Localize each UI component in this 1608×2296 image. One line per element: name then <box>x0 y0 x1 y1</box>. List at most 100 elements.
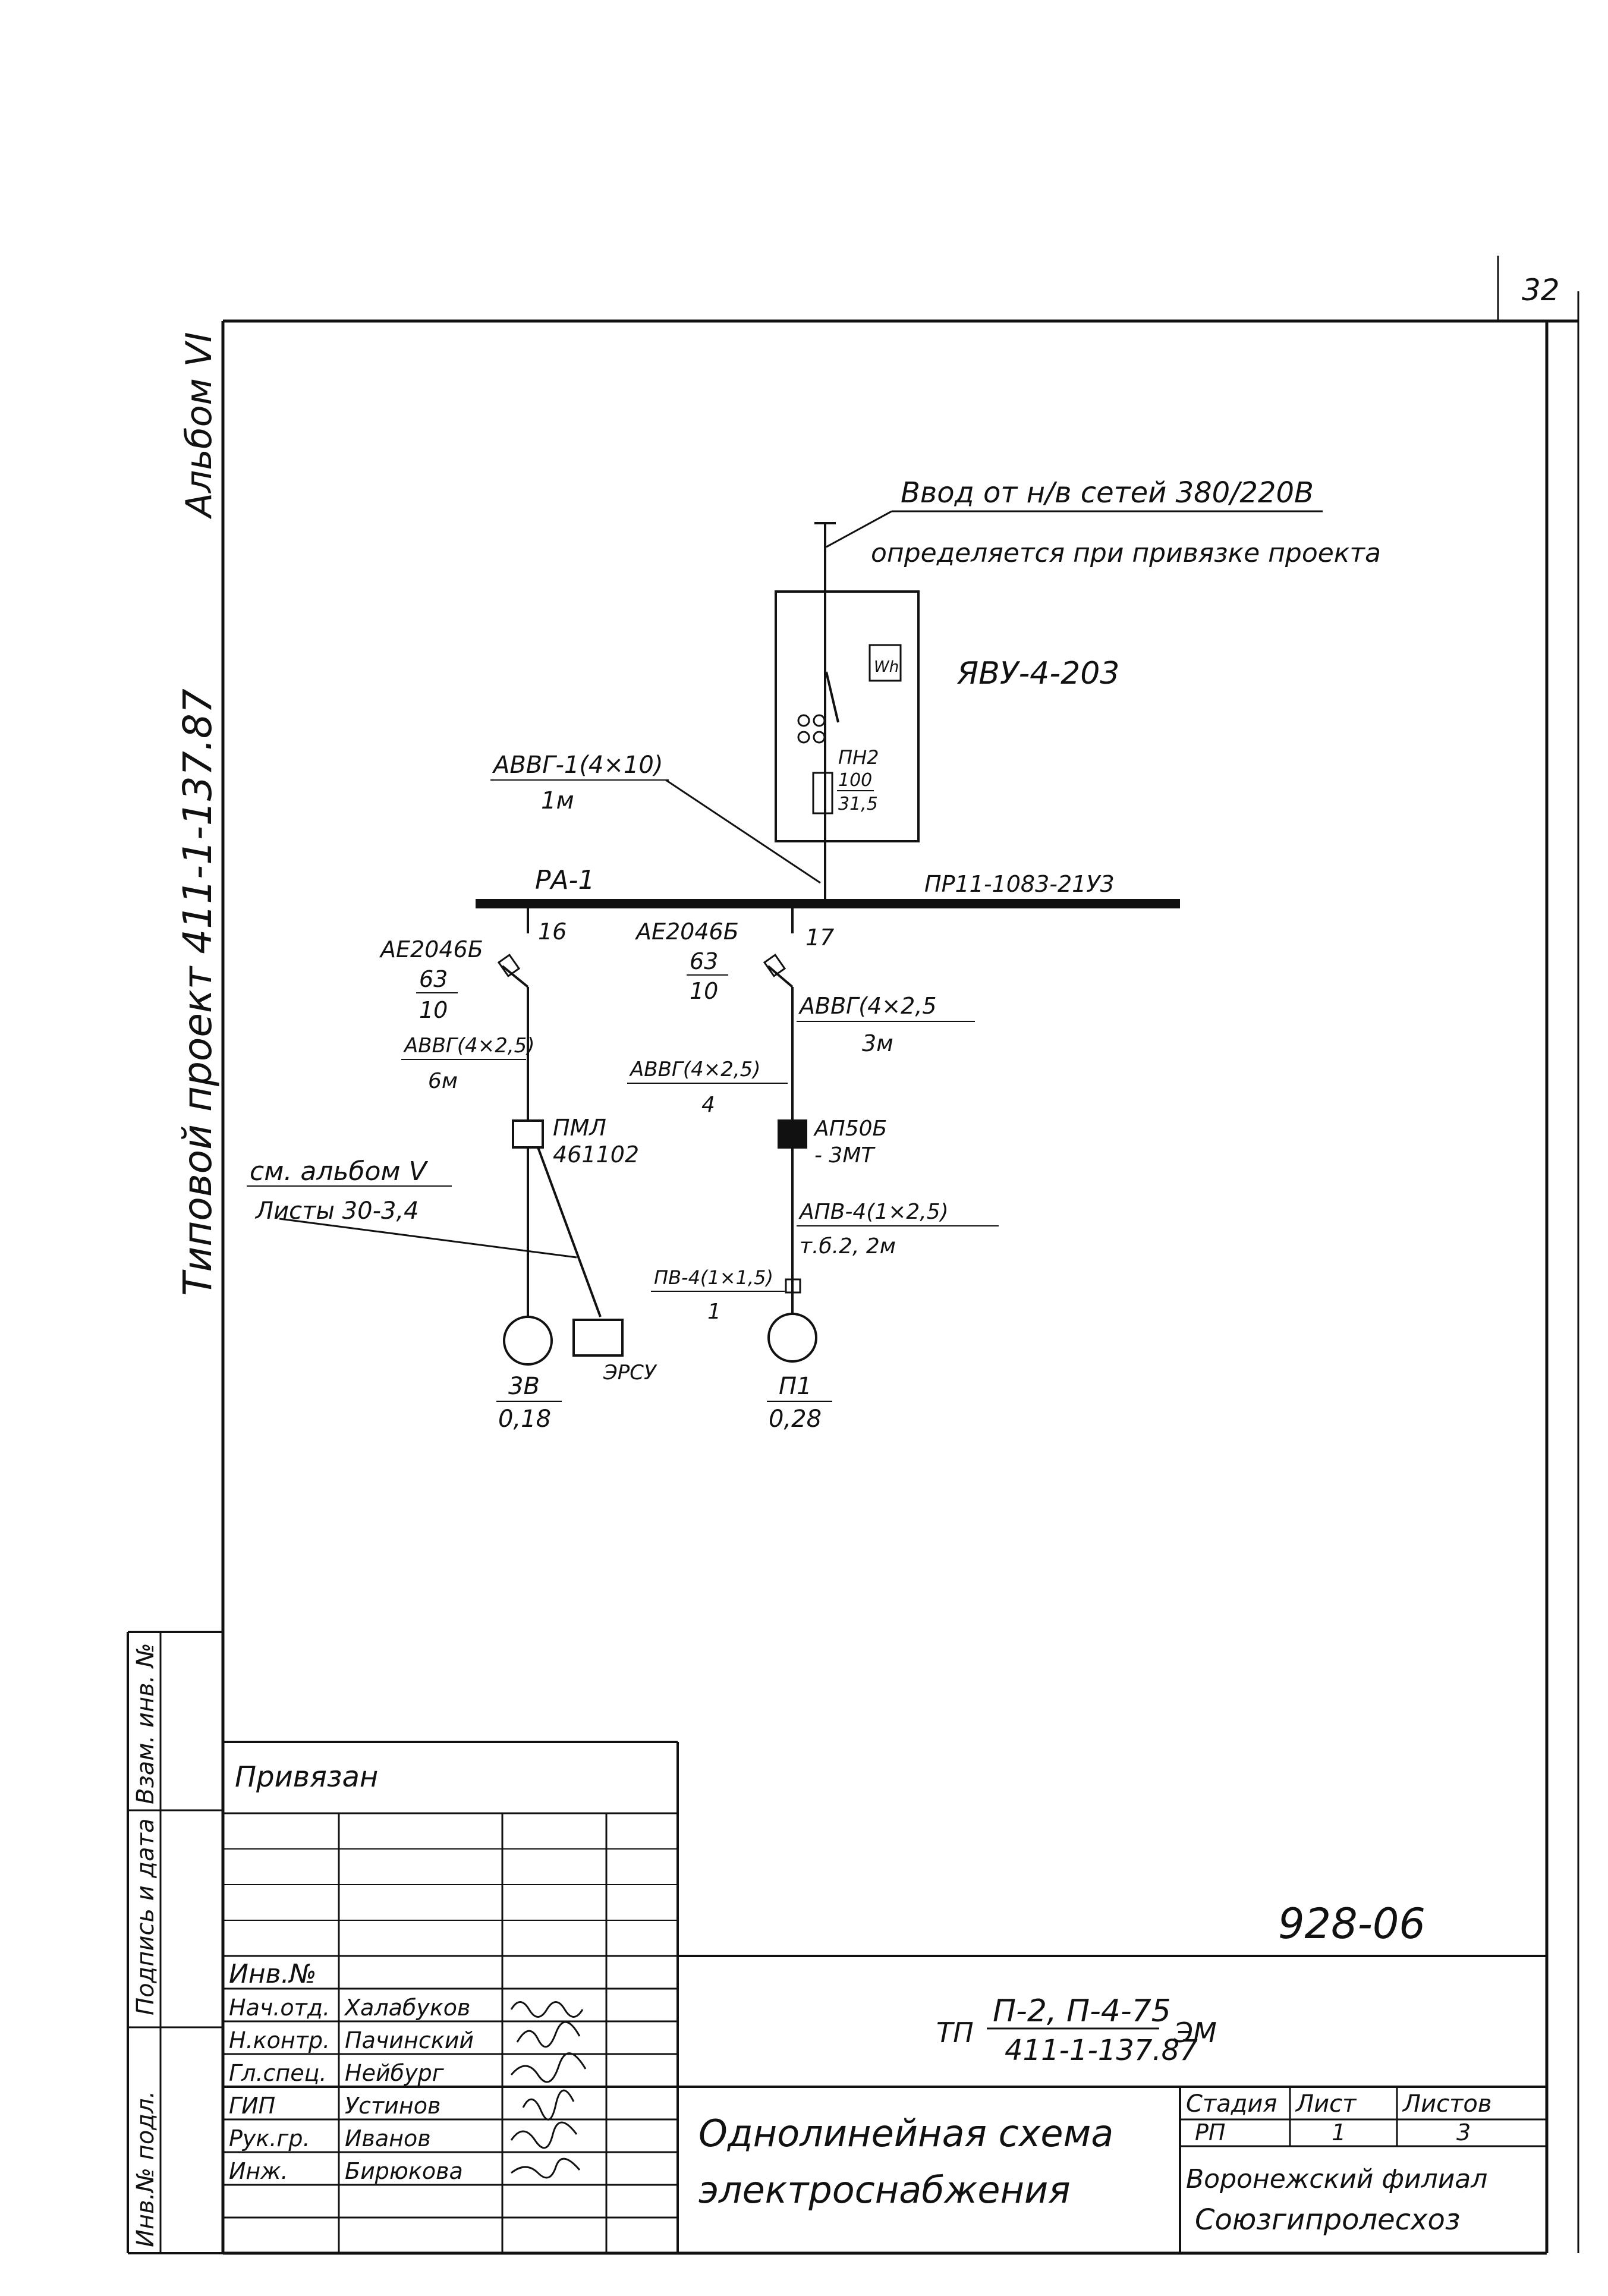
side-album: Альбом VI <box>178 332 220 520</box>
name-1: Халабуков <box>344 1995 470 2021</box>
branch2-starter-note: - 3МТ <box>814 1143 876 1168</box>
designation-prefix: ТП <box>936 2017 974 2049</box>
meter-label: Wh <box>874 658 899 676</box>
branch1-cable: АВВГ(4×2,5) <box>403 1034 535 1058</box>
sheets-value: 3 <box>1456 2119 1471 2146</box>
yavu-box <box>775 590 920 842</box>
title-block-grid <box>223 1741 1547 2253</box>
name-5: Иванов <box>345 2125 431 2152</box>
sheet-header: Лист <box>1295 2090 1357 2118</box>
switch-icon <box>825 671 839 723</box>
branch2-wire2: ПВ-4(1×1,5) <box>654 1266 773 1289</box>
sheet-value: 1 <box>1332 2119 1346 2146</box>
role-3: Гл.спец. <box>229 2060 327 2086</box>
motor-2-icon <box>767 1313 817 1363</box>
branch2-wire1: АПВ-4(1×2,5) <box>798 1200 949 1224</box>
input-line-2: определяется при привязке проекта <box>871 538 1381 568</box>
incoming-supply <box>814 510 1323 880</box>
branch2-cable2-length: 4 <box>701 1093 715 1117</box>
panel-type: ПР11-1083-21У3 <box>924 871 1115 897</box>
branch2-motor-id: П1 <box>779 1373 812 1400</box>
name-4: Устинов <box>345 2093 440 2119</box>
branch1-device-label: ЭРСУ <box>603 1361 657 1385</box>
linked-header: Привязан <box>235 1760 378 1794</box>
input-line-1: Ввод от н/в сетей 380/220В <box>901 476 1314 509</box>
side-title: Типовой проект 411-1-137.87 <box>175 688 221 1296</box>
strip-field-replace: Взам. инв. № <box>132 1643 159 1804</box>
org-line-2: Союзгипролесхоз <box>1195 2203 1460 2237</box>
branch1-number: 16 <box>538 919 567 945</box>
breaker-2-icon <box>767 965 794 988</box>
breaker-1-icon <box>501 965 529 988</box>
branch2-wire2-length: 1 <box>707 1300 721 1324</box>
ct-icon-2 <box>797 731 810 744</box>
designation-suffix: ЭМ <box>1173 2017 1217 2049</box>
drawing-title-2: электроснабжения <box>698 2168 1071 2212</box>
branch2-cable1: АВВГ(4×2,5 <box>798 993 937 1019</box>
drawing-title-1: Однолинейная схема <box>698 2112 1113 2155</box>
starter-2-icon <box>778 1119 807 1149</box>
org-line-1: Воронежский филиал <box>1186 2164 1487 2194</box>
designation-top: П-2, П-4-75 <box>993 1993 1171 2029</box>
panel-name: РА-1 <box>535 865 595 895</box>
branch2-breaker-setting: 10 <box>690 978 718 1004</box>
branch1-cable-length: 6м <box>428 1069 458 1093</box>
project-code: 928-06 <box>1278 1899 1426 1948</box>
sheets-header: Листов <box>1402 2090 1491 2118</box>
branch2-breaker: АЕ2046Б <box>634 919 739 945</box>
name-3: Нейбург <box>345 2060 445 2086</box>
strip-field-sign: Подпись и дата <box>132 1819 159 2015</box>
role-2: Н.контр. <box>229 2027 330 2053</box>
role-6: Инж. <box>229 2158 288 2184</box>
role-1: Нач.отд. <box>229 1995 330 2021</box>
ct-value-1: 100 <box>838 770 872 791</box>
device-ersu-icon <box>572 1319 624 1357</box>
branch2-number: 17 <box>805 924 834 951</box>
branch2-breaker-current: 63 <box>690 948 718 974</box>
branch-1 <box>279 904 624 1366</box>
designation-bottom: 411-1-137.87 <box>1005 2034 1198 2067</box>
left-strip <box>127 1631 223 2254</box>
branch1-starter-type: ПМЛ <box>553 1115 606 1141</box>
branch2-motor-power: 0,28 <box>769 1405 822 1433</box>
branch1-breaker: АЕ2046Б <box>379 936 483 963</box>
ct-label: ПН2 <box>838 746 879 769</box>
branch1-ref-line1: см. альбом V <box>250 1156 429 1187</box>
page-number: 32 <box>1522 273 1560 307</box>
branch-2 <box>763 904 817 1363</box>
branch1-ref-line2: Листы 30-3,4 <box>254 1197 419 1225</box>
branch1-motor-id: 3В <box>508 1373 540 1400</box>
ct-icon-1 <box>797 714 810 727</box>
role-4: ГИП <box>229 2093 275 2119</box>
feeder-cable: АВВГ-1(4×10) <box>492 751 663 779</box>
branch1-starter-model: 461102 <box>553 1141 639 1168</box>
branch2-cable1-length: 3м <box>862 1030 893 1056</box>
branch2-wire1-note: т.б.2, 2м <box>800 1234 896 1259</box>
branch1-breaker-current: 63 <box>419 966 448 992</box>
feeder-length: 1м <box>541 787 574 814</box>
starter-1-icon <box>512 1119 544 1149</box>
ct-icon-3 <box>813 714 826 727</box>
box-label: ЯВУ-4-203 <box>956 656 1119 691</box>
meter-icon <box>868 644 902 682</box>
branch2-cable2: АВВГ(4×2,5) <box>629 1058 761 1081</box>
ct-icon-4 <box>813 731 826 744</box>
name-2: Пачинский <box>345 2027 474 2053</box>
strip-field-inv: Инв.№ подл. <box>132 2091 159 2247</box>
name-6: Бирюкова <box>345 2158 463 2184</box>
ct-value-2: 31,5 <box>838 794 878 814</box>
stage-header: Стадия <box>1186 2090 1277 2118</box>
role-5: Рук.гр. <box>229 2125 310 2152</box>
branch1-motor-power: 0,18 <box>498 1405 551 1433</box>
inv-header: Инв.№ <box>229 1959 316 1989</box>
stage-value: РП <box>1195 2119 1226 2146</box>
signatures <box>510 2001 587 2179</box>
sheet-frame <box>221 256 1579 2255</box>
junction-icon <box>785 1278 801 1294</box>
ref-leader <box>279 1218 577 1259</box>
fuse-icon <box>812 772 833 814</box>
branch2-starter-type: АП50Б <box>813 1116 887 1141</box>
branch1-breaker-setting: 10 <box>419 997 448 1023</box>
motor-1-icon <box>503 1316 553 1366</box>
